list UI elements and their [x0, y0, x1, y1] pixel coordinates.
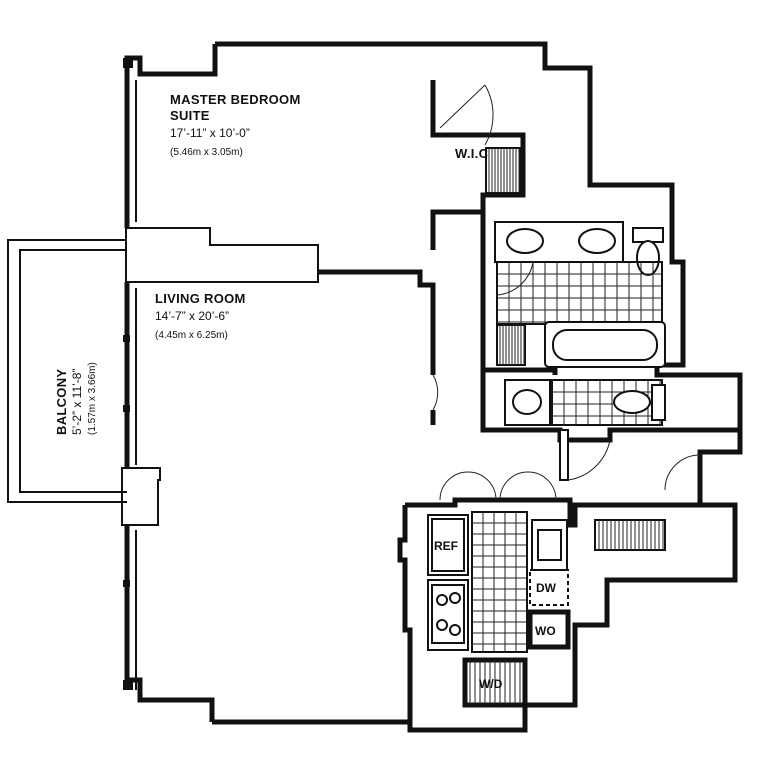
dishwasher — [529, 569, 569, 606]
dishwasher-label: DW — [536, 581, 557, 595]
toilet-tank-icon — [651, 384, 666, 421]
wall-oven-label: WO — [535, 624, 556, 638]
balcony-label: BALCONY 5’-2” x 11’-8” (1.57m x 3.66m) — [54, 362, 98, 435]
door-swings — [432, 84, 701, 501]
room-labels: MASTER BEDROOM SUITE 17’-11” x 10’-0” (5… — [54, 92, 557, 691]
master-bedroom-subtitle: SUITE — [170, 108, 210, 123]
balcony-title: BALCONY — [54, 369, 69, 435]
living-room-title: LIVING ROOM — [155, 291, 246, 306]
kitchen — [427, 511, 571, 708]
balcony-metric: (1.57m x 3.66m) — [87, 362, 98, 435]
window-mullions — [123, 58, 133, 690]
master-bedroom-dimensions: 17’-11” x 10’-0” — [170, 126, 250, 140]
wic-label: W.I.C — [455, 146, 489, 161]
bathroom-fixtures — [494, 221, 666, 426]
living-room-dimensions: 14’-7” x 20’-6” — [155, 309, 229, 323]
sink-icon — [506, 228, 544, 254]
toilet-bowl-icon — [636, 240, 660, 276]
toilet-tank-icon — [632, 227, 664, 243]
washer-dryer-label: W/D — [479, 677, 503, 691]
exterior-walls — [124, 41, 743, 733]
master-bedroom-title: MASTER BEDROOM — [170, 92, 301, 107]
balcony-outline — [7, 239, 127, 503]
closet-hatching — [485, 147, 666, 551]
structural-columns — [121, 227, 319, 526]
refrigerator — [431, 518, 465, 572]
toilet-bowl-icon — [613, 390, 651, 414]
sink-icon — [512, 389, 542, 415]
master-bedroom-metric: (5.46m x 3.05m) — [170, 147, 243, 158]
sink-icon — [578, 228, 616, 254]
refrigerator-label: REF — [434, 539, 458, 553]
cooktop-icon — [431, 584, 465, 644]
balcony-dimensions: 5’-2” x 11’-8” — [70, 369, 84, 435]
wall-oven — [527, 609, 571, 650]
living-room-metric: (4.45m x 6.25m) — [155, 330, 228, 341]
